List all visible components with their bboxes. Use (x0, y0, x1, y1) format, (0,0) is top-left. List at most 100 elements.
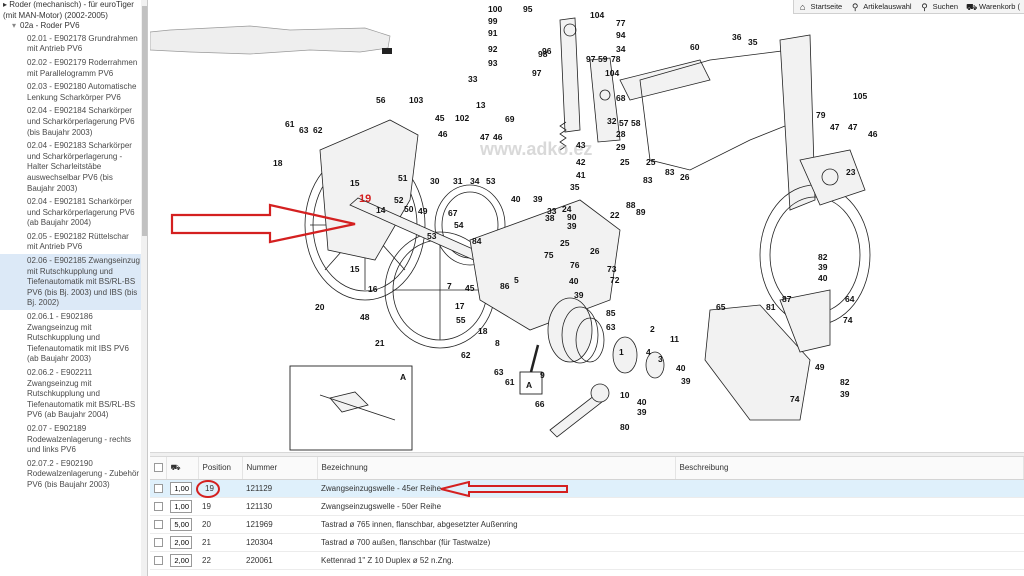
part-callout[interactable]: 86 (500, 281, 510, 291)
highlight-label-19[interactable]: 19 (359, 193, 371, 205)
part-callout[interactable]: 80 (620, 422, 630, 432)
part-callout[interactable]: 97 (586, 54, 596, 64)
part-callout[interactable]: 15 (350, 178, 360, 188)
part-callout[interactable]: 18 (273, 158, 283, 168)
part-callout[interactable]: 3 (658, 354, 663, 364)
col-position[interactable]: Position (198, 457, 243, 480)
part-callout[interactable]: 87 (782, 294, 792, 304)
part-callout[interactable]: 47 (848, 122, 858, 132)
part-callout[interactable]: 100 (488, 4, 502, 14)
part-callout[interactable]: 35 (570, 182, 580, 192)
part-callout[interactable]: 39 (840, 389, 850, 399)
col-name[interactable]: Bezeichnung (317, 457, 676, 480)
part-callout[interactable]: 53 (486, 176, 496, 186)
part-callout[interactable]: 35 (748, 37, 758, 47)
part-callout[interactable]: 22 (610, 210, 620, 220)
part-callout[interactable]: 26 (680, 172, 690, 182)
panel-splitter[interactable] (150, 452, 1024, 457)
row-checkbox[interactable] (154, 555, 163, 565)
part-callout[interactable]: 39 (637, 407, 647, 417)
part-callout[interactable]: 39 (533, 194, 543, 204)
part-callout[interactable]: 73 (607, 264, 617, 274)
table-row[interactable]: 19 121129 Zwangseinzugswelle - 45er Reih… (150, 479, 1024, 498)
tree-item[interactable]: 02.04 - E902184 Scharkörper und Scharkör… (27, 106, 135, 137)
part-callout[interactable]: 95 (523, 4, 533, 14)
tree-item[interactable]: 02.04 - E902181 Scharkörper und Scharkör… (27, 197, 135, 228)
part-callout[interactable]: 40 (569, 276, 579, 286)
part-callout[interactable]: 92 (488, 44, 498, 54)
quantity-input[interactable] (170, 481, 192, 495)
table-row[interactable]: 20 121969 Tastrad ø 765 innen, flanschba… (150, 515, 1024, 534)
part-callout[interactable]: 47 (480, 132, 490, 142)
part-callout[interactable]: 11 (670, 334, 679, 344)
part-callout[interactable]: 31 (453, 176, 463, 186)
part-callout[interactable]: 33 (468, 74, 478, 84)
part-callout[interactable]: 34 (470, 176, 480, 186)
part-callout[interactable]: 39 (574, 290, 584, 300)
part-callout[interactable]: 45 (435, 113, 445, 123)
part-callout[interactable]: 96 (542, 46, 552, 56)
part-callout[interactable]: 61 (285, 119, 295, 129)
part-callout[interactable]: 65 (716, 302, 726, 312)
part-callout[interactable]: 21 (375, 338, 385, 348)
part-callout[interactable]: 47 (830, 122, 840, 132)
cart-button[interactable]: ⛟Warenkorb ( (966, 1, 1020, 12)
table-row[interactable]: 21 120304 Tastrad ø 700 außen, flanschba… (150, 533, 1024, 552)
part-callout[interactable]: 81 (766, 302, 776, 312)
part-callout[interactable]: 41 (576, 170, 586, 180)
part-callout[interactable]: 52 (394, 195, 404, 205)
part-callout[interactable]: 60 (690, 42, 700, 52)
part-callout[interactable]: 74 (843, 315, 853, 325)
part-callout[interactable]: 102 (455, 113, 469, 123)
part-callout[interactable]: 49 (815, 362, 825, 372)
quantity-input[interactable] (170, 535, 192, 549)
part-callout[interactable]: 61 (505, 377, 515, 387)
tree-scrollbar[interactable] (141, 0, 147, 576)
part-callout[interactable]: 94 (616, 30, 626, 40)
machine-thumbnail[interactable] (150, 25, 392, 55)
part-callout[interactable]: 20 (315, 302, 325, 312)
part-callout[interactable]: 93 (488, 58, 498, 68)
part-callout[interactable]: 46 (438, 129, 448, 139)
part-callout[interactable]: 51 (398, 173, 408, 183)
tree-item[interactable]: 02.02 - E902179 Roderrahmen mit Parallel… (27, 57, 138, 78)
part-callout[interactable]: 76 (570, 260, 580, 270)
part-callout[interactable]: 97 (532, 68, 542, 78)
diagram-canvas[interactable]: A A www.adko.ez 19 100999192933313699510… (150, 0, 1024, 452)
part-callout[interactable]: 63 (299, 125, 309, 135)
part-callout[interactable]: 84 (472, 236, 482, 246)
part-callout[interactable]: 89 (636, 207, 646, 217)
part-callout[interactable]: 104 (590, 10, 604, 20)
row-checkbox[interactable] (154, 483, 163, 493)
part-callout[interactable]: 25 (620, 157, 630, 167)
part-callout[interactable]: 34 (616, 44, 626, 54)
part-callout[interactable]: 46 (868, 129, 878, 139)
part-callout[interactable]: 50 (404, 204, 414, 214)
tree-parent-node[interactable]: ▸ Roder (mechanisch) - für euroTiger (mi… (3, 0, 134, 20)
part-callout[interactable]: 104 (605, 68, 619, 78)
part-callout[interactable]: 57 (619, 118, 629, 128)
part-callout[interactable]: 18 (478, 326, 488, 336)
part-callout[interactable]: 58 (631, 118, 641, 128)
part-callout[interactable]: 40 (818, 273, 828, 283)
select-all-header[interactable] (150, 457, 167, 480)
part-callout[interactable]: 33 (547, 206, 557, 216)
part-callout[interactable]: 74 (790, 394, 800, 404)
tree-item[interactable]: 02.05 - E902182 Rüttelschar mit Antrieb … (27, 231, 129, 252)
tree-item[interactable]: 02.06.2 - E902211 Zwangseinzug mit Rutsc… (27, 368, 136, 420)
part-callout[interactable]: 1 (619, 347, 624, 357)
col-description[interactable]: Beschreibung (675, 457, 1024, 480)
part-callout[interactable]: 32 (607, 116, 617, 126)
part-callout[interactable]: 72 (610, 275, 620, 285)
tree-item[interactable]: 02.03 - E902180 Automatische Lenkung Sch… (27, 82, 137, 102)
collapse-icon[interactable]: ▾ (12, 21, 17, 31)
part-callout[interactable]: 48 (360, 312, 370, 322)
part-callout[interactable]: 53 (427, 231, 437, 241)
part-callout[interactable]: 62 (461, 350, 471, 360)
part-callout[interactable]: 4 (646, 347, 651, 357)
part-callout[interactable]: 43 (576, 140, 586, 150)
search-button[interactable]: ⚲Suchen (921, 1, 959, 12)
table-row[interactable]: 22 220061 Kettenrad 1" Z 10 Duplex ø 52 … (150, 551, 1024, 570)
part-callout[interactable]: 23 (846, 167, 856, 177)
